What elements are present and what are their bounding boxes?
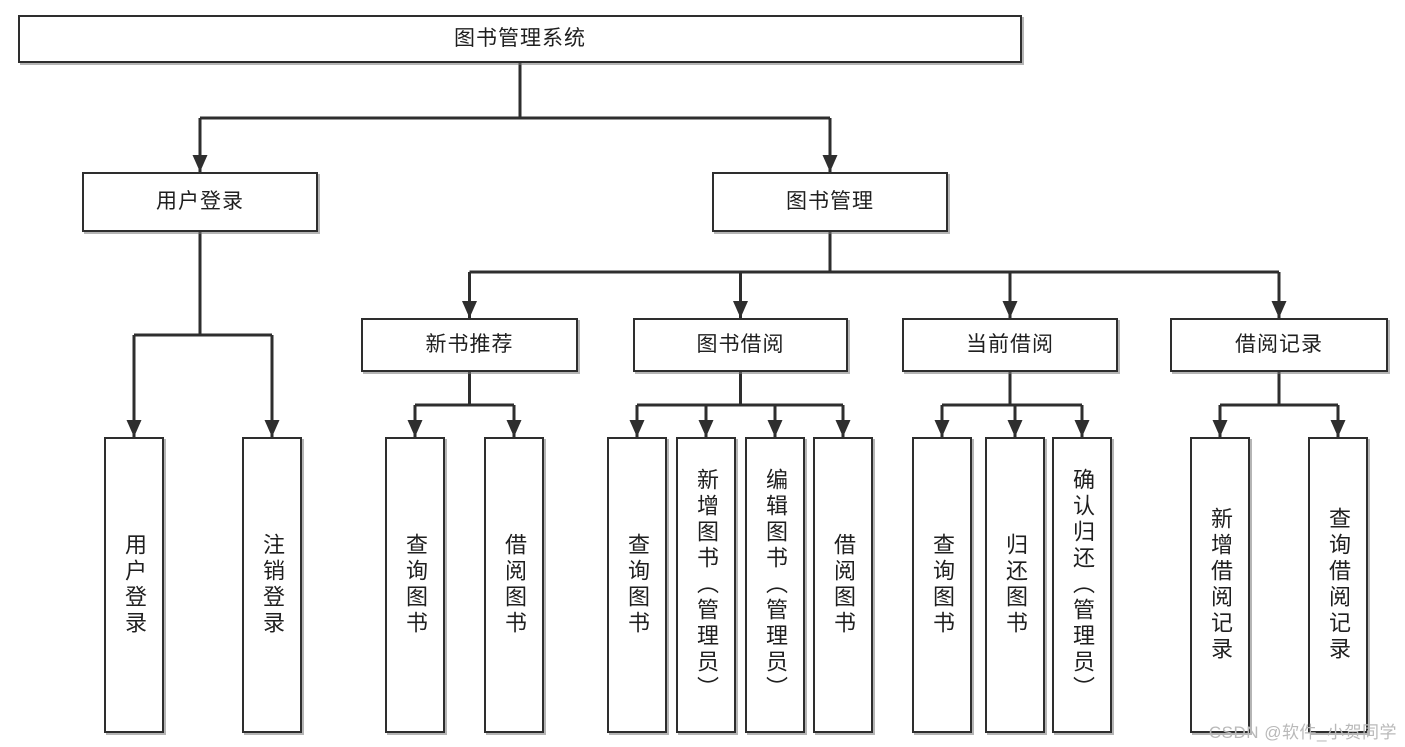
- arrow-head-borrow-record: [1271, 301, 1287, 318]
- node-label-leaf-rec-query: 查询图书: [402, 533, 428, 637]
- node-leaf-cur-return[interactable]: 归还图书: [985, 437, 1045, 733]
- node-label-leaf-user-login: 用户登录: [121, 533, 147, 637]
- arrow-head-leaf-rec-query: [407, 420, 423, 437]
- arrow-head-leaf-brw-query: [629, 420, 645, 437]
- node-leaf-brw-edit[interactable]: 编辑图书（管理员）: [745, 437, 805, 733]
- node-leaf-user-logout[interactable]: 注销登录: [242, 437, 302, 733]
- node-root[interactable]: 图书管理系统: [18, 15, 1022, 63]
- node-label-root: 图书管理系统: [454, 26, 586, 50]
- node-leaf-cur-query[interactable]: 查询图书: [912, 437, 972, 733]
- node-label-leaf-brw-borrow: 借阅图书: [830, 533, 856, 637]
- arrow-head-leaf-rec-add: [1212, 420, 1228, 437]
- node-label-leaf-cur-confirm: 确认归还（管理员）: [1069, 468, 1095, 702]
- arrow-head-leaf-user-logout: [264, 420, 280, 437]
- arrow-head-leaf-cur-return: [1007, 420, 1023, 437]
- node-leaf-user-login[interactable]: 用户登录: [104, 437, 164, 733]
- node-leaf-rec-add[interactable]: 新增借阅记录: [1190, 437, 1250, 733]
- node-leaf-rec-query[interactable]: 查询图书: [385, 437, 445, 733]
- node-label-leaf-rec-add: 新增借阅记录: [1207, 507, 1233, 663]
- node-label-book-manage: 图书管理: [786, 189, 874, 213]
- node-label-user-login: 用户登录: [156, 189, 244, 213]
- node-book-borrow[interactable]: 图书借阅: [633, 318, 848, 372]
- arrow-head-book-manage: [822, 155, 838, 172]
- node-new-book-rec[interactable]: 新书推荐: [361, 318, 578, 372]
- arrow-head-leaf-brw-add: [698, 420, 714, 437]
- arrow-head-new-book-rec: [462, 301, 477, 318]
- arrow-head-leaf-cur-query: [934, 420, 950, 437]
- arrow-head-user-login: [192, 155, 208, 172]
- node-label-leaf-brw-query: 查询图书: [624, 533, 650, 637]
- watermark-label: CSDN @软件_小贺同学: [1208, 723, 1397, 742]
- arrow-head-leaf-rec-query2: [1330, 420, 1346, 437]
- node-leaf-rec-query2[interactable]: 查询借阅记录: [1308, 437, 1368, 733]
- node-leaf-brw-borrow[interactable]: 借阅图书: [813, 437, 873, 733]
- arrow-head-leaf-brw-borrow: [835, 420, 851, 437]
- node-book-manage[interactable]: 图书管理: [712, 172, 948, 232]
- node-label-leaf-rec-borrow: 借阅图书: [501, 533, 527, 637]
- arrow-head-leaf-brw-edit: [767, 420, 783, 437]
- node-leaf-brw-query[interactable]: 查询图书: [607, 437, 667, 733]
- node-label-current-borrow: 当前借阅: [966, 332, 1054, 356]
- node-leaf-cur-confirm[interactable]: 确认归还（管理员）: [1052, 437, 1112, 733]
- node-leaf-rec-borrow[interactable]: 借阅图书: [484, 437, 544, 733]
- node-leaf-brw-add[interactable]: 新增图书（管理员）: [676, 437, 736, 733]
- node-label-borrow-record: 借阅记录: [1235, 332, 1323, 356]
- node-label-leaf-user-logout: 注销登录: [259, 533, 285, 637]
- node-label-leaf-cur-return: 归还图书: [1002, 533, 1028, 637]
- node-current-borrow[interactable]: 当前借阅: [902, 318, 1118, 372]
- node-label-book-borrow: 图书借阅: [696, 332, 785, 356]
- node-label-leaf-rec-query2: 查询借阅记录: [1325, 507, 1351, 663]
- node-label-leaf-brw-add: 新增图书（管理员）: [693, 468, 719, 702]
- arrow-head-book-borrow: [733, 301, 748, 318]
- node-borrow-record[interactable]: 借阅记录: [1170, 318, 1388, 372]
- node-label-leaf-brw-edit: 编辑图书（管理员）: [762, 468, 788, 702]
- arrow-head-leaf-cur-confirm: [1074, 420, 1090, 437]
- node-user-login[interactable]: 用户登录: [82, 172, 318, 232]
- node-label-new-book-rec: 新书推荐: [425, 332, 514, 356]
- arrow-head-current-borrow: [1002, 301, 1018, 318]
- arrow-head-leaf-user-login: [126, 420, 142, 437]
- node-label-leaf-cur-query: 查询图书: [929, 533, 955, 637]
- arrow-head-leaf-rec-borrow: [506, 420, 522, 437]
